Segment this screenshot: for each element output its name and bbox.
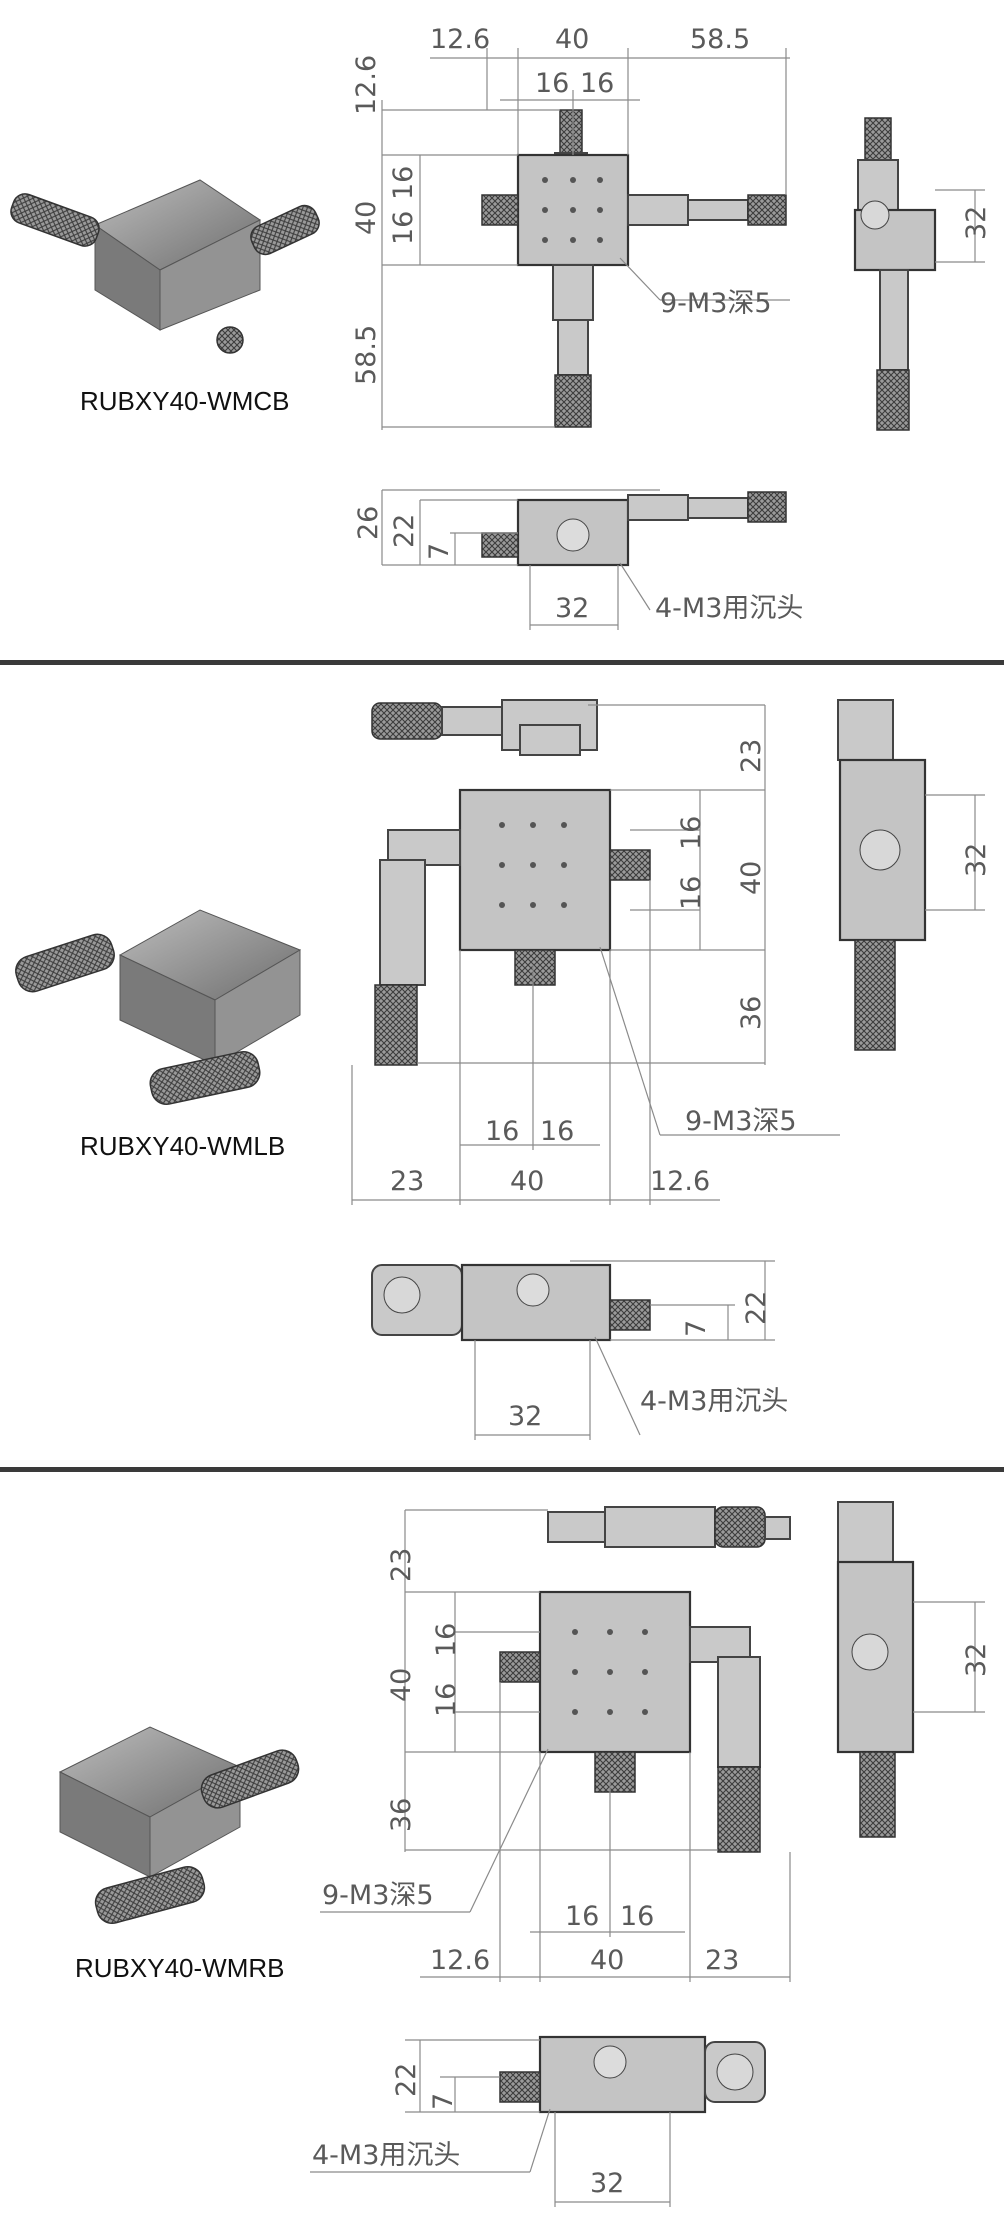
dim-half-b: 16 [540, 1116, 574, 1147]
callout-bottom-holes: 4-M3用沉头 [655, 593, 803, 624]
drawing-wmrb: RUBXY40-WMRB 23 40 [58, 1501, 992, 2207]
dim-v16a: 16 [431, 1623, 462, 1657]
side-view-wmcb: 32 [853, 117, 992, 431]
product-photo-wmlb [15, 909, 302, 1106]
drawing-wmlb: RUBXY40-WMLB 23 40 [15, 699, 992, 1440]
front-view-wmcb: 26 22 7 32 4-M3用沉头 [353, 489, 803, 630]
dim-front-h3: 7 [681, 1320, 712, 1337]
dim-v16a: 16 [676, 816, 707, 850]
dim-top: 23 [736, 739, 767, 773]
top-view-wmlb: 23 40 16 16 36 16 16 23 40 12.6 9-M3深5 [351, 699, 840, 1205]
dim-front-h3: 7 [424, 543, 455, 560]
callout-bottom-holes: 4-M3用沉头 [640, 1386, 788, 1417]
dim-half-b: 16 [620, 1901, 654, 1932]
section-wmlb: RUBXY40-WMLB 23 40 [0, 665, 1004, 1467]
dim-front-w: 32 [508, 1401, 542, 1432]
product-photo-wmrb [58, 1726, 300, 1925]
dim-mid: 40 [351, 201, 382, 235]
callout-bottom-holes: 4-M3用沉头 [312, 2140, 460, 2171]
dim-center: 40 [590, 1945, 624, 1976]
model-name: RUBXY40-WMRB [75, 1953, 284, 1983]
separator-2 [0, 1467, 1004, 1472]
top-view-wmrb: 23 40 16 16 36 16 16 12.6 40 23 9-M3深5 [320, 1506, 791, 1982]
callout-top-holes: 9-M3深5 [322, 1880, 434, 1911]
dim-side-h: 32 [961, 843, 992, 877]
dim-front-h2: 22 [741, 1291, 772, 1325]
front-view-wmlb: 22 7 32 4-M3用沉头 [371, 1260, 788, 1440]
callout-top-holes: 9-M3深5 [685, 1106, 797, 1137]
top-view-wmcb: 12.6 40 58.5 16 16 12.6 40 16 16 58.5 9-… [351, 24, 790, 430]
dim-v16b: 16 [676, 876, 707, 910]
dim-front-h1: 26 [353, 506, 384, 540]
dim-front-h3: 7 [428, 2093, 459, 2110]
section-wmrb: RUBXY40-WMRB 23 40 [0, 1472, 1004, 2231]
side-view-wmrb: 32 [836, 1501, 992, 1838]
side-view-wmlb: 32 [837, 699, 992, 1051]
dim-left: 23 [390, 1166, 424, 1197]
dim-half-a: 16 [565, 1901, 599, 1932]
dim-front-w: 32 [590, 2168, 624, 2199]
section-wmcb: RUBXY40-WMCB 12.6 40 [0, 0, 1004, 660]
dim-bottom: 36 [386, 1798, 417, 1832]
dim-half-b: 16 [580, 68, 614, 99]
dim-half-a: 16 [485, 1116, 519, 1147]
dim-mid: 40 [386, 1668, 417, 1702]
callout-top-holes: 9-M3深5 [660, 288, 772, 319]
dim-front-h2: 22 [391, 2063, 422, 2097]
dim-front-w: 32 [555, 593, 589, 624]
dim-side-h: 32 [961, 206, 992, 240]
dim-right: 58.5 [690, 24, 750, 55]
dim-v16b: 16 [388, 211, 419, 245]
model-name: RUBXY40-WMCB [80, 386, 289, 416]
dim-mid: 40 [736, 861, 767, 895]
model-name: RUBXY40-WMLB [80, 1131, 285, 1161]
dim-v16b: 16 [431, 1683, 462, 1717]
dim-v16a: 16 [388, 166, 419, 200]
dim-center: 40 [510, 1166, 544, 1197]
dim-side-h: 32 [961, 1643, 992, 1677]
front-view-wmrb: 22 7 32 4-M3用沉头 [310, 2035, 766, 2207]
product-photo-wmcb [10, 179, 320, 354]
dim-top: 23 [386, 1548, 417, 1582]
dim-front-h2: 22 [389, 514, 420, 548]
dim-left: 12.6 [430, 1945, 490, 1976]
dim-top: 12.6 [351, 55, 382, 115]
dim-half-a: 16 [535, 68, 569, 99]
drawing-wmcb: RUBXY40-WMCB 12.6 40 [10, 24, 992, 630]
dim-left: 12.6 [430, 24, 490, 55]
dim-right: 23 [705, 1945, 739, 1976]
dim-center: 40 [555, 24, 589, 55]
dim-right: 12.6 [650, 1166, 710, 1197]
dim-bottom: 36 [736, 996, 767, 1030]
separator-1 [0, 660, 1004, 665]
dim-bottom: 58.5 [351, 325, 382, 385]
